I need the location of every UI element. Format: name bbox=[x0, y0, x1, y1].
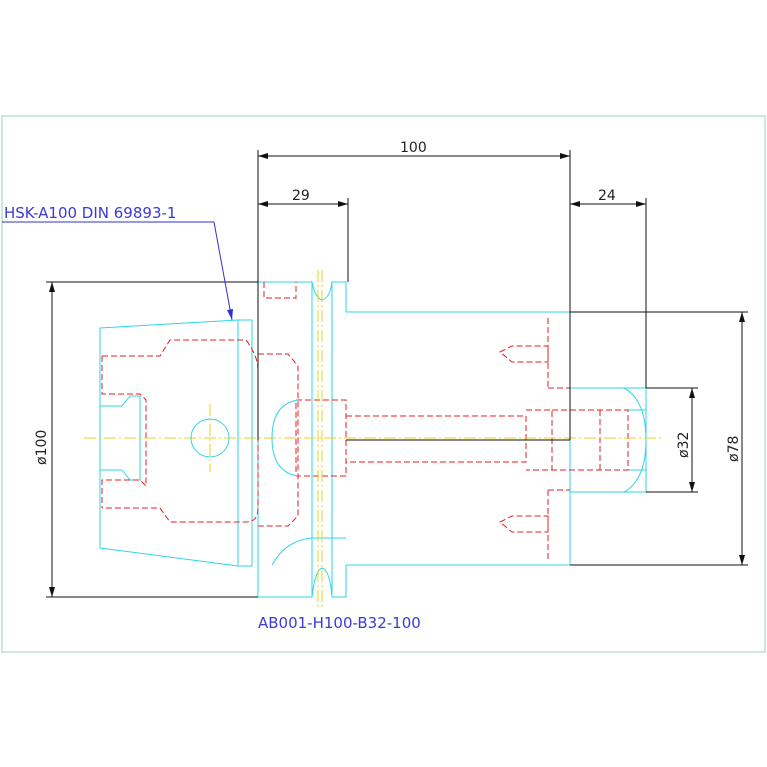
coolant-arc bbox=[271, 399, 299, 477]
hidden-features bbox=[101, 282, 629, 560]
shank-cross-hole bbox=[190, 418, 230, 458]
part-number-label: AB001-H100-B32-100 bbox=[258, 614, 421, 632]
dimension-lines bbox=[46, 150, 748, 598]
dim-flange-offset: 29 bbox=[292, 188, 310, 204]
dim-flange-diameter: ø100 bbox=[34, 430, 50, 465]
taper-spec-label: HSK-A100 DIN 69893-1 bbox=[4, 204, 176, 222]
center-lines bbox=[84, 270, 664, 610]
taper-leader bbox=[2, 221, 233, 321]
dim-overall-length: 100 bbox=[400, 140, 427, 156]
drawing-frame bbox=[1, 115, 766, 653]
dim-end-step: 24 bbox=[598, 188, 616, 204]
dim-body-diameter: ø78 bbox=[726, 436, 742, 462]
dim-bore-diameter: ø32 bbox=[676, 432, 692, 458]
